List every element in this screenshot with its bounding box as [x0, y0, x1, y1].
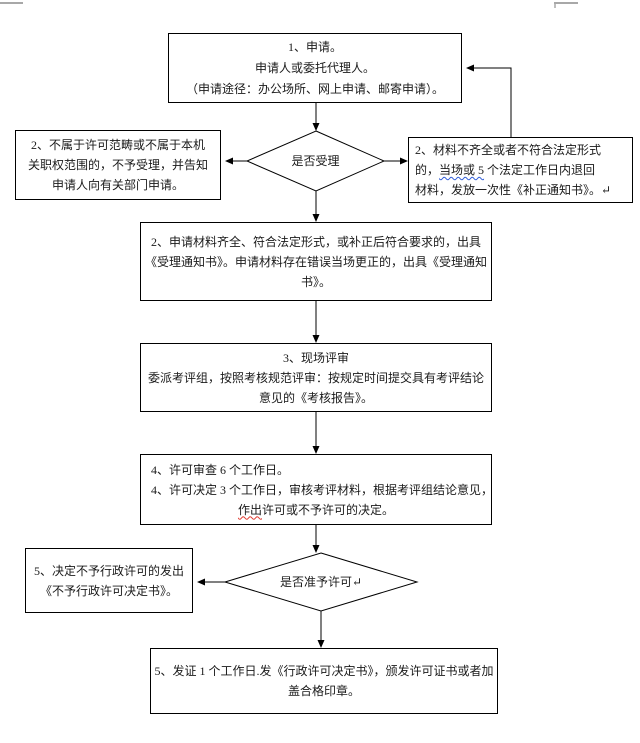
text-line: 3、现场评审 — [282, 350, 349, 365]
arrowhead-left-icon — [225, 157, 233, 165]
arrowhead-left-icon — [466, 64, 474, 72]
arrowhead-down-icon — [312, 545, 320, 553]
arrowhead-down-icon — [312, 123, 320, 131]
text-line: 书》。 — [300, 274, 331, 289]
incomplete-materials-box: 2、材料不齐全或者不符合法定形式 的，当场或 5 个法定工作日内退回 材料，发放… — [408, 137, 633, 203]
connector-incomplete-back-to-apply — [474, 67, 512, 137]
text-line: 1、申请。 — [287, 39, 342, 54]
connector-lines — [205, 67, 512, 641]
arrowhead-down-icon — [312, 446, 320, 454]
text-segment: 个法定工作日内退回 — [484, 163, 596, 177]
text-line: 作出许可或不予许可的决定。 — [141, 500, 491, 520]
text-line: 《受理通知书》。申请材料存在错误当场更正的，出具《受理通知 — [144, 254, 487, 269]
grant-diamond-label: 是否准予许可↵ — [279, 575, 363, 589]
text-line: 意见的《考核报告》。 — [258, 390, 373, 405]
acceptance-notice-box: 2、申请材料齐全、符合法定形式，或补正后符合要求的，出具 《受理通知书》。申请材… — [140, 222, 492, 301]
accept-diamond-shape — [245, 130, 386, 192]
arrowhead-down-icon — [312, 214, 320, 222]
text-line: 申请人向有关部门申请。 — [51, 178, 184, 192]
text-line: 4、许可审查 6 个工作日。 — [151, 462, 290, 477]
text-line: 申请人或委托代理人。 — [254, 60, 375, 75]
text-line: （申请途径：办公场所、网上申请、邮寄申请）。 — [185, 81, 444, 96]
issue-certificate-box: 5、发证 1 个工作日.发《行政许可决定书》，颁发许可证书或者加 盖合格印章。 — [150, 648, 498, 714]
text-line: 5、发证 1 个工作日.发《行政许可决定书》，颁发许可证书或者加 — [154, 664, 494, 678]
arrowhead-right-icon — [400, 157, 408, 165]
text-segment: 的， — [415, 163, 440, 177]
text-line: 2、不属于许可范畴或不属于本机 — [30, 138, 205, 152]
permit-decision-box: 4、许可审查 6 个工作日。 4、许可决定 3 个工作日，审核考评材料，根据考评… — [140, 454, 494, 525]
text-line: 2、申请材料齐全、符合法定形式，或补正后符合要求的，出具 — [150, 234, 481, 249]
page-corner-marks — [0, 2, 578, 8]
arrowheads — [197, 64, 474, 648]
text-line: 《不予行政许可决定书》。 — [39, 583, 178, 598]
reject-scope-box: 2、不属于许可范畴或不属于本机 关职权范围的，不予受理，并告知 申请人向有关部门… — [15, 130, 221, 200]
grant-diamond-shape — [223, 552, 419, 612]
text-line: 关职权范围的，不予受理，并告知 — [27, 158, 208, 172]
text-segment: 许可或不予许可的决定。 — [262, 502, 395, 517]
text-line: 5、决定不予行政许可的发出 — [33, 563, 184, 578]
accept-diamond-label: 是否受理 — [291, 154, 340, 168]
text-line: 委派考评组，按照考核规范评审：按规定时间提交具有考评结论 — [147, 370, 484, 385]
text-line: 4、许可决定 3 个工作日，审核考评材料，根据考评组结论意见， — [151, 482, 494, 497]
decision-diamonds — [223, 130, 419, 612]
text-line: 2、材料不齐全或者不符合法定形式 — [415, 143, 602, 157]
text-line: 的，当场或 5 个法定工作日内退回 — [409, 160, 632, 180]
apply-box: 1、申请。 申请人或委托代理人。 （申请途径：办公场所、网上申请、邮寄申请）。 — [168, 33, 462, 103]
arrowhead-down-icon — [312, 335, 320, 343]
text-line: 材料，发放一次性《补正通知书》。↵ — [415, 183, 612, 197]
text-line: 盖合格印章。 — [287, 684, 360, 698]
arrowhead-left-icon — [197, 578, 205, 586]
deny-permit-box: 5、决定不予行政许可的发出 《不予行政许可决定书》。 — [25, 548, 193, 613]
spellcheck-flagged-text: 作出 — [237, 502, 262, 517]
arrowhead-down-icon — [317, 640, 325, 648]
spellcheck-flagged-text: 当场或 5 — [439, 163, 485, 177]
onsite-review-box: 3、现场评审 委派考评组，按照考核规范评审：按规定时间提交具有考评结论 意见的《… — [140, 343, 492, 412]
